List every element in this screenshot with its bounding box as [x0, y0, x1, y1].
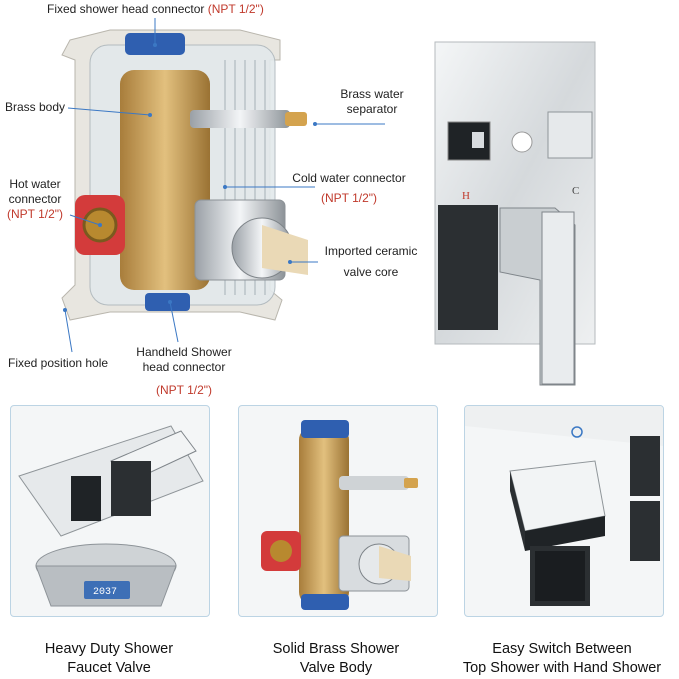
brass-valve-body-illustration	[261, 420, 418, 610]
label-spec: (NPT 1/2")	[320, 191, 378, 205]
label-fixed-shower-head-connector: Fixed shower head connector (NPT 1/2")	[47, 2, 264, 17]
label-line: Handheld Shower	[136, 345, 232, 359]
scale-reading: 2037	[93, 587, 118, 598]
label-brass-water-separator: Brass water separator	[332, 87, 412, 117]
caption-line: Easy Switch Between	[492, 641, 632, 657]
panel-diverter	[464, 405, 664, 617]
caption-heavy-duty: Heavy Duty Shower Faucet Valve	[0, 640, 218, 678]
label-line: Brass water	[340, 87, 404, 101]
caption-easy-switch: Easy Switch Between Top Shower with Hand…	[446, 640, 678, 678]
caption-line: Faucet Valve	[67, 660, 151, 676]
label-line: valve core	[343, 265, 399, 279]
label-cold-water-connector: Cold water connector (NPT 1/2")	[284, 171, 414, 206]
label-line: connector	[8, 192, 62, 206]
label-spec: (NPT 1/2")	[6, 207, 64, 221]
caption-line: Heavy Duty Shower	[44, 641, 174, 657]
valve-diagram: Fixed shower head connector (NPT 1/2") B…	[0, 0, 420, 400]
faucet-on-scale-illustration	[18, 425, 204, 607]
caption-line: Solid Brass Shower	[272, 641, 400, 657]
label-spec: (NPT 1/2")	[155, 383, 213, 397]
plate-mark-hot: H	[462, 190, 470, 202]
caption-solid-brass: Solid Brass Shower Valve Body	[226, 640, 446, 678]
label-line: separator	[346, 102, 398, 116]
label-imported-ceramic-valve-core: Imported ceramic valve core	[316, 244, 426, 280]
valve-illustration	[61, 18, 385, 353]
caption-line: Valve Body	[299, 660, 373, 676]
caption-line: Top Shower with Hand Shower	[462, 660, 662, 676]
label-spec: (NPT 1/2")	[207, 2, 264, 16]
label-brass-body: Brass body	[5, 100, 66, 114]
label-line: Imported ceramic	[324, 244, 418, 258]
label-handheld-shower-head-connector: Handheld Shower head connector (NPT 1/2"…	[128, 345, 240, 398]
trim-plate-illustration	[434, 41, 596, 386]
label-fixed-position-hole: Fixed position hole	[8, 356, 109, 370]
label-line: Hot water	[9, 177, 61, 191]
plate-mark-cold: C	[572, 185, 580, 197]
trim-plate: H C	[430, 40, 605, 390]
panel-brass-body	[238, 405, 438, 617]
label-text: Fixed shower head connector	[47, 2, 208, 16]
panel-faucet-valve: 2037	[10, 405, 210, 617]
label-line: Cold water connector	[292, 171, 406, 185]
label-line: head connector	[142, 360, 226, 374]
label-hot-water-connector: Hot water connector (NPT 1/2")	[0, 177, 70, 222]
diverter-switch-illustration	[465, 406, 663, 606]
